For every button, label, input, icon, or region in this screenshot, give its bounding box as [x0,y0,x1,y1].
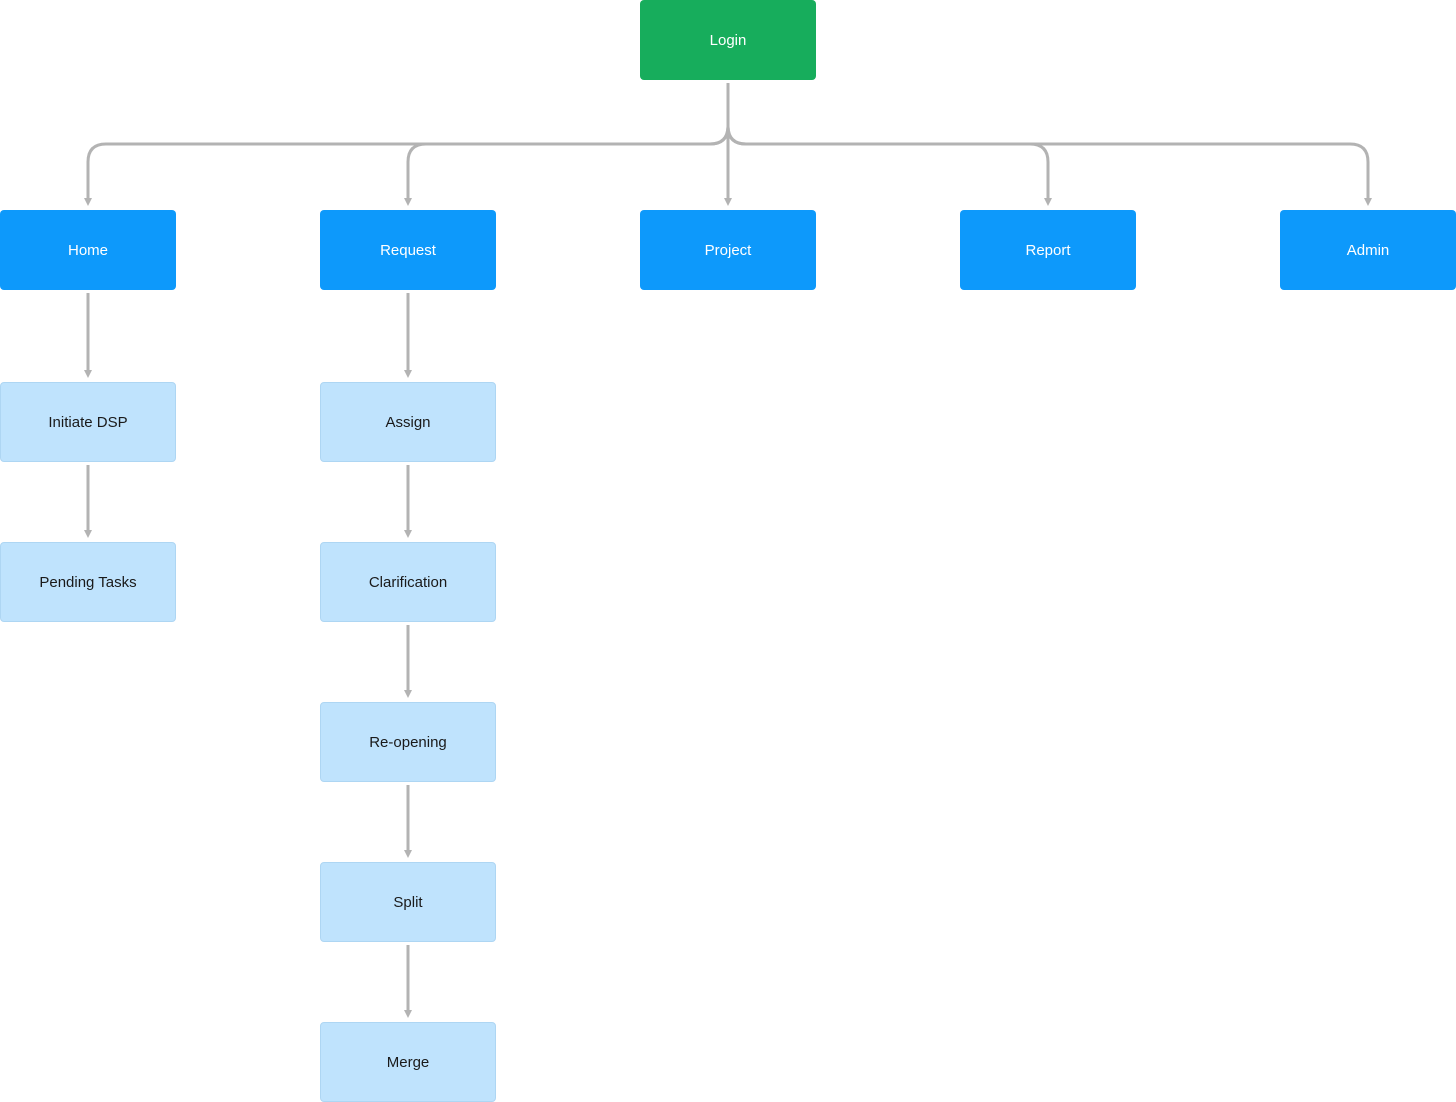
node-pending-tasks[interactable]: Pending Tasks [0,542,176,622]
node-clarification[interactable]: Clarification [320,542,496,622]
node-reopening[interactable]: Re-opening [320,702,496,782]
node-login[interactable]: Login [640,0,816,80]
connector-login-to-request [404,83,730,206]
node-initiate-dsp[interactable]: Initiate DSP [0,382,176,462]
node-merge[interactable]: Merge [320,1022,496,1102]
node-admin[interactable]: Admin [1280,210,1456,290]
node-home[interactable]: Home [0,210,176,290]
node-report[interactable]: Report [960,210,1136,290]
node-project[interactable]: Project [640,210,816,290]
node-assign[interactable]: Assign [320,382,496,462]
node-request[interactable]: Request [320,210,496,290]
node-split[interactable]: Split [320,862,496,942]
connector-login-to-admin [726,83,1372,206]
